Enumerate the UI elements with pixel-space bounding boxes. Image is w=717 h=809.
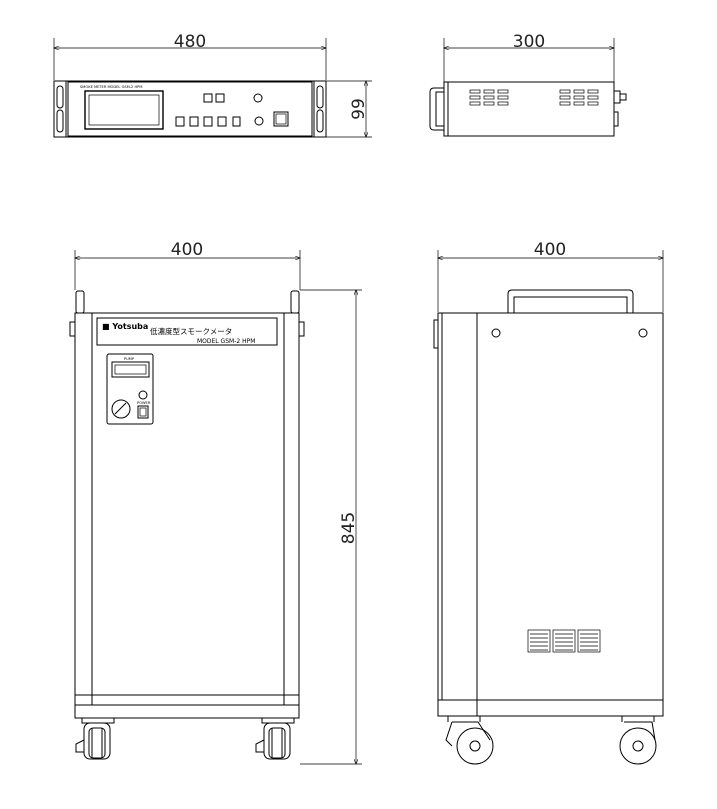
rack-knob[interactable]: [254, 116, 264, 126]
pressure-gauge: [111, 399, 131, 419]
rack-up-button[interactable]: [203, 93, 213, 103]
pilot-lamp: [138, 390, 148, 400]
brand-logo: ■ Yotsuba: [102, 322, 148, 331]
control-panel: [106, 353, 154, 425]
power-switch[interactable]: [137, 405, 149, 419]
rack-button-2[interactable]: [189, 116, 199, 127]
rack-button-1[interactable]: [175, 116, 185, 127]
cart-front-view: 400 ■ Yotsuba 低濃度型スモークメータ MODEL GSM-2 HP…: [69, 240, 362, 765]
rack-indicator-lamp: [253, 93, 263, 103]
rack-side-view: 300: [429, 32, 627, 137]
dim-845-label: 845: [339, 512, 359, 544]
dim-480-label: 480: [174, 32, 206, 52]
dim-400-front-label: 400: [171, 240, 203, 260]
front-caster-left: [75, 717, 115, 760]
rack-button-3[interactable]: [203, 116, 213, 127]
side-caster-left: [445, 716, 494, 765]
side-caster-right: [619, 716, 657, 765]
rack-display: [84, 90, 164, 130]
cart-side-vents: [527, 629, 601, 653]
rack-button-4[interactable]: [217, 116, 227, 127]
rack-front-view: 480 SMOKE METER MODEL GSM-2 HPM 99: [53, 32, 372, 138]
side-vents-right: [559, 89, 599, 106]
rack-down-button[interactable]: [215, 93, 225, 103]
side-vents-left: [469, 89, 509, 106]
cart-side-view: 400: [433, 240, 664, 765]
rack-power-switch[interactable]: [273, 111, 289, 127]
dim-400-side-label: 400: [534, 240, 566, 260]
dim-99-label: 99: [349, 98, 369, 120]
pump-label: PUMP: [124, 357, 135, 361]
dim-300-label: 300: [513, 32, 545, 52]
front-caster-right: [255, 717, 295, 760]
power-label: POWER: [137, 401, 151, 405]
rack-button-5[interactable]: [232, 116, 241, 127]
product-name: 低濃度型スモークメータ: [150, 326, 232, 336]
model-label: MODEL GSM-2 HPM: [197, 338, 255, 345]
panel-display: [111, 361, 150, 378]
rack-header-text: SMOKE METER MODEL GSM-2 HPM: [80, 85, 142, 89]
name-plate: [96, 317, 278, 346]
